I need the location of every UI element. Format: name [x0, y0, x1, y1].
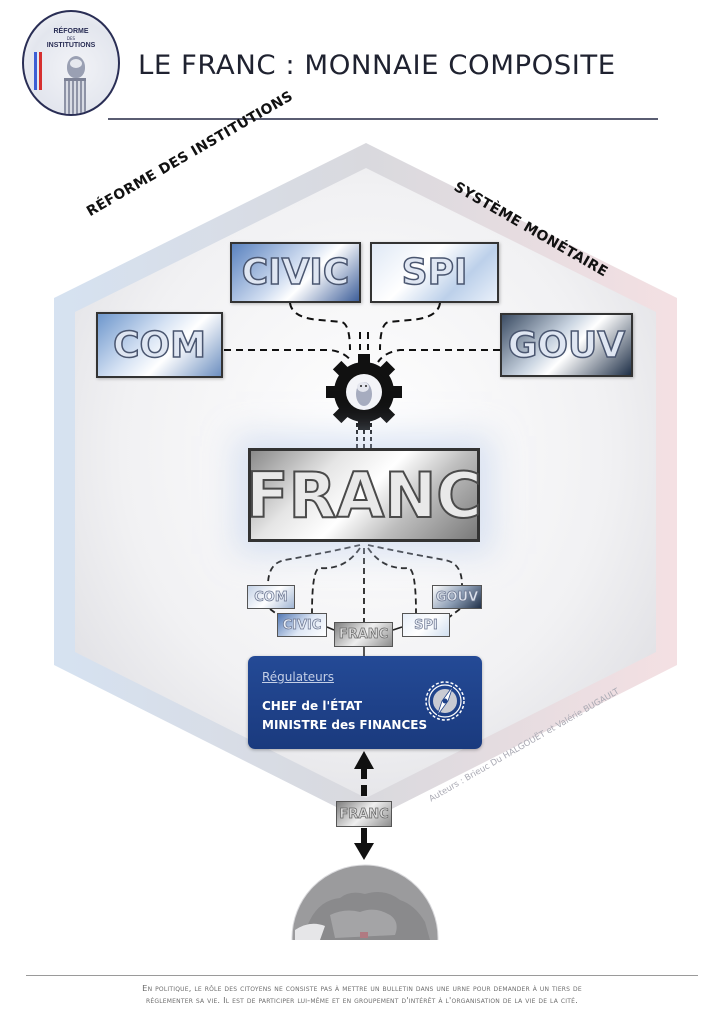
subbox-spi: SPI	[402, 613, 450, 637]
owl-icon	[67, 56, 85, 78]
footer-divider	[26, 975, 698, 976]
footer-quote-line1: En politique, le rôle des citoyens ne co…	[142, 983, 582, 993]
header-divider	[108, 118, 658, 120]
regulators-panel: Régulateurs CHEF de l'ÉTAT MINISTRE des …	[248, 656, 482, 749]
flag-red-stripe	[39, 52, 42, 90]
flag-blue-stripe	[34, 52, 37, 90]
subbox-franc: FRANC	[334, 622, 393, 647]
box-franc-central: FRANC	[245, 448, 483, 542]
regulator-chef-etat: CHEF de l'ÉTAT	[262, 699, 363, 713]
compass-gear-icon	[425, 681, 465, 721]
subbox-civic: CIVIC	[277, 613, 327, 637]
logo-text-bottom: INSTITUTIONS	[46, 42, 96, 49]
footer-quote-line2: réglementer sa vie. Il est de participer…	[146, 995, 578, 1005]
connector-gear-franc	[356, 423, 372, 448]
subbox-com: COM	[247, 585, 295, 609]
regulators-title: Régulateurs	[262, 670, 334, 684]
connectors-top	[224, 302, 500, 363]
logo-text-mid: DES	[66, 36, 76, 41]
box-spi: SPI	[370, 242, 499, 303]
exchange-franc-tag: FRANC	[336, 801, 392, 827]
logo: RÉFORME DES INSTITUTIONS	[22, 10, 120, 116]
gear-with-owl-icon	[326, 354, 402, 430]
subbox-gouv: GOUV	[432, 585, 482, 609]
regulator-ministre-finances: MINISTRE des FINANCES	[262, 718, 428, 732]
box-gouv: GOUV	[500, 313, 633, 377]
box-com: COM	[96, 312, 223, 378]
connectors-bottom	[267, 544, 463, 622]
globe-europe-icon	[291, 864, 439, 940]
column-icon	[64, 78, 86, 114]
page-title: LE FRANC : MONNAIE COMPOSITE	[138, 50, 616, 81]
label-reforme-institutions: RÉFORME DES INSTITUTIONS	[84, 88, 296, 220]
logo-text-top: RÉFORME	[53, 28, 89, 35]
box-civic: CIVIC	[230, 242, 361, 303]
